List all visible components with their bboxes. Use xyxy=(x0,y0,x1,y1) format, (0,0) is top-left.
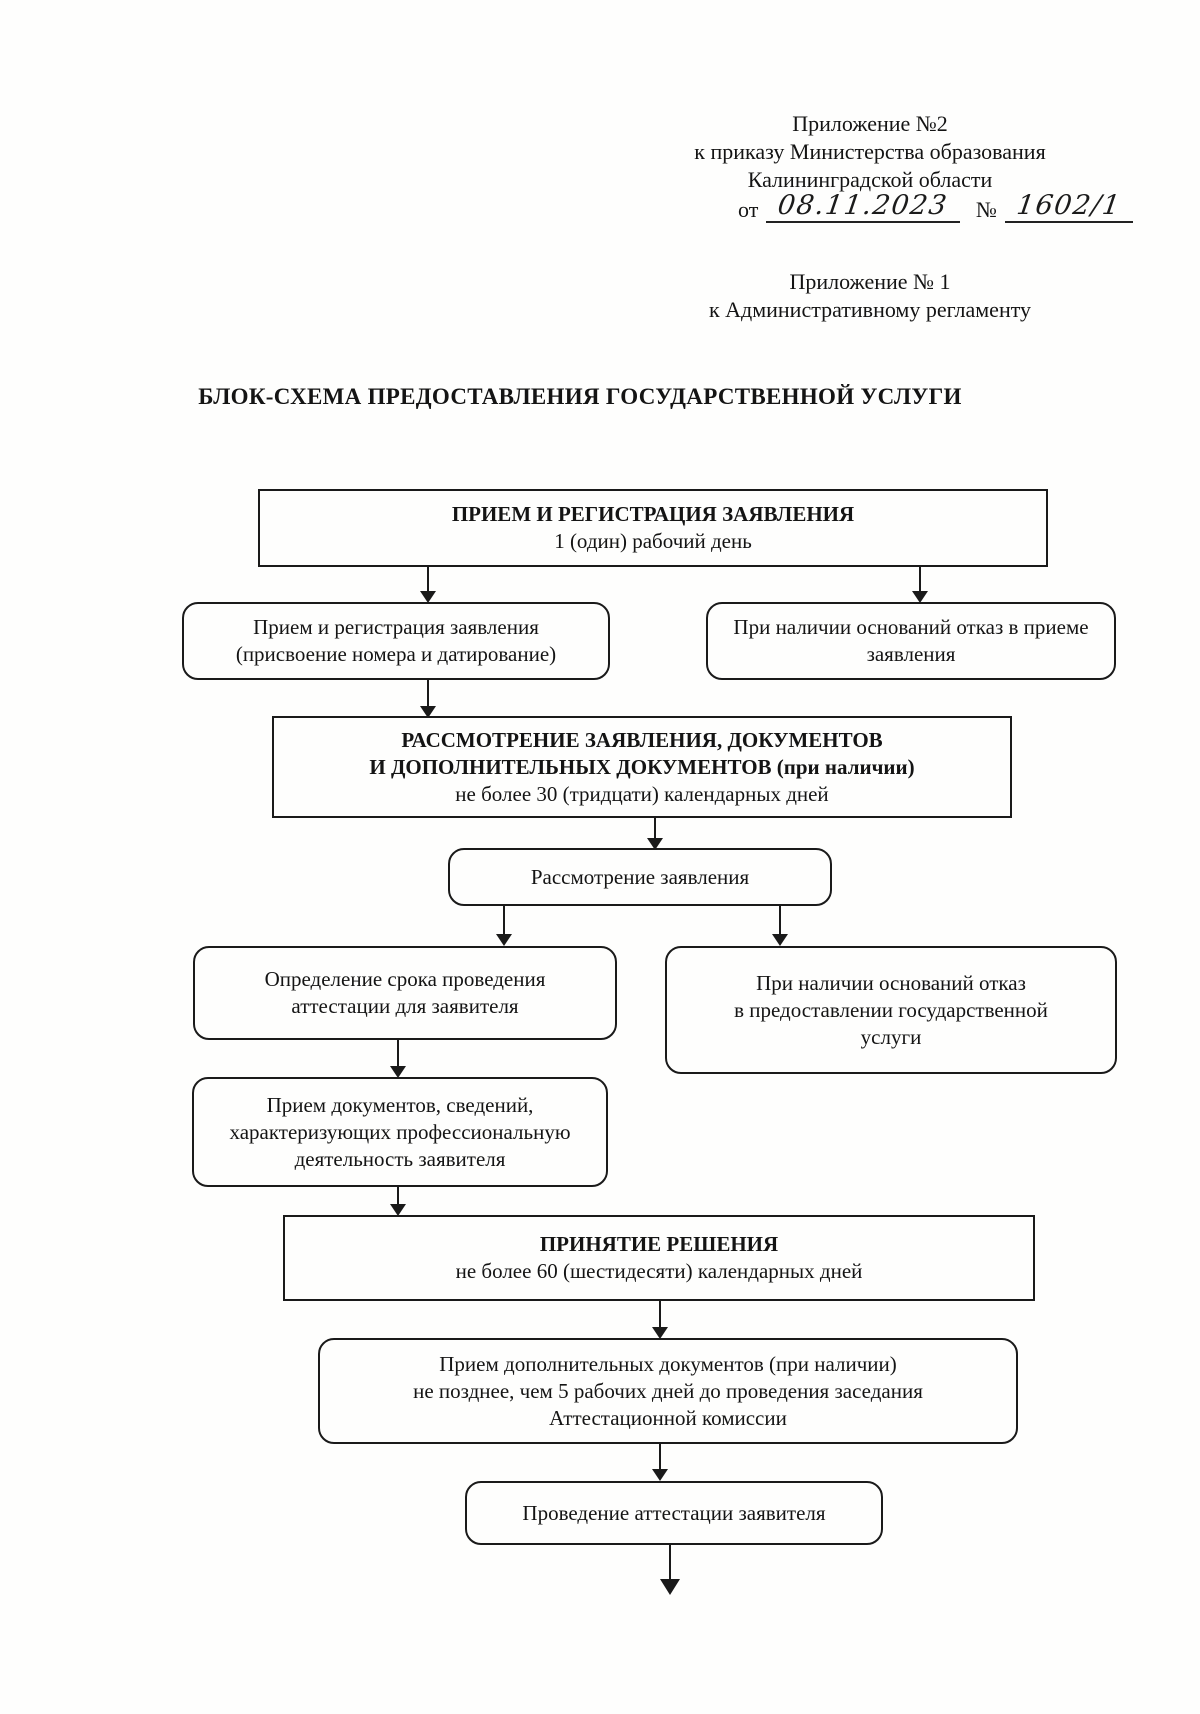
flow-arrow-review-right xyxy=(771,906,789,946)
node-term: Определение срока проведения аттестации … xyxy=(193,946,617,1040)
arrowhead-icon xyxy=(647,838,663,850)
arrowhead-icon xyxy=(772,934,788,946)
stage2-title2: И ДОПОЛНИТЕЛЬНЫХ ДОКУМЕНТОВ (при наличии… xyxy=(369,754,915,779)
attestation-line1: Проведение аттестации заявителя xyxy=(522,1500,826,1525)
arrowhead-icon xyxy=(420,591,436,603)
term-line2: аттестации для заявителя xyxy=(291,994,519,1018)
node-review: Рассмотрение заявления xyxy=(448,848,832,906)
stage3-title: ПРИНЯТИЕ РЕШЕНИЯ xyxy=(539,1232,779,1256)
additional-line1: Прием дополнительных документов (при нал… xyxy=(439,1351,897,1376)
node-attestation: Проведение аттестации заявителя xyxy=(465,1481,883,1545)
flow-arrow-to-stage2 xyxy=(419,680,437,718)
node-stage1: ПРИЕМ И РЕГИСТРАЦИЯ ЗАЯВЛЕНИЯ 1 (один) р… xyxy=(258,489,1048,567)
handwritten-date: 08.11.2023 xyxy=(776,190,951,221)
appendix2-line3: Калининградской области xyxy=(747,167,993,192)
docs-line1: Прием документов, сведений, xyxy=(266,1092,534,1117)
stage3-subtitle: не более 60 (шестидесяти) календарных дн… xyxy=(455,1259,863,1283)
number-prefix-label: № xyxy=(975,197,997,222)
appendix1-line2: к Административному регламенту xyxy=(708,297,1032,322)
appendix2-line1: Приложение №2 xyxy=(792,111,948,136)
order-date-number-line: от 08.11.2023 № 1602/1 xyxy=(738,190,1133,223)
refusal-accept-line1: При наличии оснований отказ в приеме xyxy=(733,615,1089,639)
term-line1: Определение срока проведения xyxy=(264,967,546,991)
docs-line2: характеризующих профессиональную xyxy=(229,1119,571,1144)
appendix2-line2: к приказу Министерства образования xyxy=(694,139,1046,164)
flow-arrow-stage1-left xyxy=(419,567,437,603)
review-line1: Рассмотрение заявления xyxy=(530,864,750,889)
flow-arrow-to-attestation xyxy=(651,1444,669,1481)
flow-arrow-continuation xyxy=(660,1545,680,1595)
docs-line3: деятельность заявителя xyxy=(294,1146,506,1171)
flow-arrow-review-left xyxy=(495,906,513,946)
additional-line2: не позднее, чем 5 рабочих дней до провед… xyxy=(413,1378,923,1403)
node-stage3: ПРИНЯТИЕ РЕШЕНИЯ не более 60 (шестидесят… xyxy=(283,1215,1035,1301)
registration-line1: Прием и регистрация заявления xyxy=(253,615,539,639)
node-additional: Прием дополнительных документов (при нал… xyxy=(318,1338,1018,1444)
stage1-subtitle: 1 (один) рабочий день xyxy=(554,529,752,553)
refusal-service-line2: в предоставлении государственной xyxy=(734,997,1048,1022)
date-blank: 08.11.2023 xyxy=(766,190,960,223)
flow-arrow-stage1-right xyxy=(911,567,929,603)
appendix2-block: Приложение №2 к приказу Министерства обр… xyxy=(650,110,1090,194)
date-prefix-label: от xyxy=(738,197,759,222)
additional-line3: Аттестационной комиссии xyxy=(549,1405,787,1430)
appendix1-line1: Приложение № 1 xyxy=(789,269,951,294)
registration-line2: (присвоение номера и датирование) xyxy=(235,642,557,666)
refusal-service-line1: При наличии оснований отказ xyxy=(756,970,1026,995)
flow-arrow-to-docs xyxy=(389,1040,407,1078)
arrowhead-icon xyxy=(660,1579,680,1595)
flow-arrow-to-review xyxy=(646,818,664,850)
stage2-subtitle: не более 30 (тридцати) календарных дней xyxy=(455,781,829,806)
stage2-title1: РАССМОТРЕНИЕ ЗАЯВЛЕНИЯ, ДОКУМЕНТОВ xyxy=(401,727,883,752)
node-docs: Прием документов, сведений, характеризую… xyxy=(192,1077,608,1187)
refusal-accept-line2: заявления xyxy=(866,642,956,666)
page-title: БЛОК-СХЕМА ПРЕДОСТАВЛЕНИЯ ГОСУДАРСТВЕННО… xyxy=(198,384,962,409)
node-refusal-accept: При наличии оснований отказ в приеме зая… xyxy=(706,602,1116,680)
flow-arrow-to-stage3 xyxy=(389,1187,407,1216)
node-registration: Прием и регистрация заявления (присвоени… xyxy=(182,602,610,680)
number-blank: 1602/1 xyxy=(1004,190,1133,223)
arrowhead-icon xyxy=(420,706,436,718)
node-refusal-service: При наличии оснований отказ в предоставл… xyxy=(665,946,1117,1074)
arrowhead-icon xyxy=(390,1066,406,1078)
handwritten-number: 1602/1 xyxy=(1014,190,1124,221)
appendix1-block: Приложение № 1 к Административному регла… xyxy=(650,268,1090,324)
flow-arrow-to-additional xyxy=(651,1301,669,1339)
arrowhead-icon xyxy=(390,1204,406,1216)
arrowhead-icon xyxy=(496,934,512,946)
stage1-title: ПРИЕМ И РЕГИСТРАЦИЯ ЗАЯВЛЕНИЯ xyxy=(451,502,855,526)
arrowhead-icon xyxy=(912,591,928,603)
arrowhead-icon xyxy=(652,1469,668,1481)
arrowhead-icon xyxy=(652,1327,668,1339)
node-stage2: РАССМОТРЕНИЕ ЗАЯВЛЕНИЯ, ДОКУМЕНТОВ И ДОП… xyxy=(272,716,1012,818)
refusal-service-line3: услуги xyxy=(860,1024,922,1049)
